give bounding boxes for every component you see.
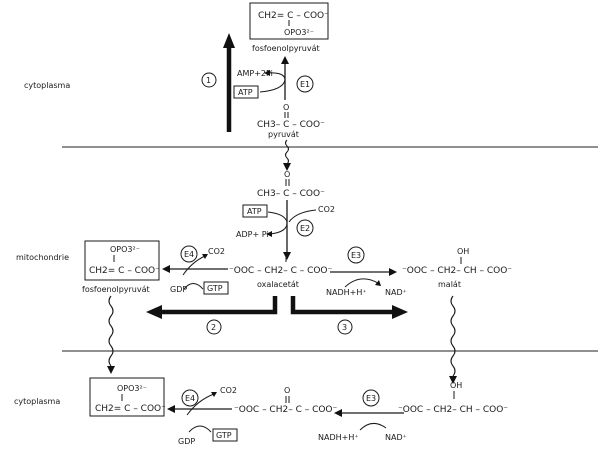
pyruvate-transport-arrowhead <box>283 163 291 171</box>
e4-cyto-gtp-curve <box>188 425 212 433</box>
compartment-label-cytoplasma-top: cytoplasma <box>24 81 70 90</box>
e3-mito-cofactor-curve <box>344 278 379 288</box>
e4-mito-co2-curve <box>182 255 206 276</box>
enzyme-e4-mito-marker <box>180 245 198 263</box>
enzyme-e3-cyto-marker <box>362 389 380 407</box>
compartment-label-cytoplasma-bottom: cytoplasma <box>14 397 60 406</box>
oxaloacetate-cyto-formula: ⁻OOC – CH2– C – COO⁻ <box>234 405 338 415</box>
enzyme-e1-label: E1 <box>300 80 310 89</box>
e2-reaction-arrowhead <box>283 252 291 260</box>
e3-mito-cofactor-arrowhead <box>375 280 381 286</box>
enzyme-e3-mito-marker <box>347 246 365 264</box>
malate-oh: OH <box>457 247 469 256</box>
e2-atp-curve <box>267 211 288 235</box>
pep-cyto-box <box>89 377 165 417</box>
pathway-3-arrowhead <box>392 305 408 319</box>
gtp-mito-label: GTP <box>207 284 223 293</box>
e4-mito-gtp-curve <box>183 283 204 290</box>
pep-top-formula: CH2= C – COO⁻ <box>258 11 329 21</box>
atp-mito-label: ATP <box>247 207 262 216</box>
atp-top-box <box>233 85 259 99</box>
pathway-2-label: 2 <box>211 323 216 332</box>
gdp-cyto-label: GDP <box>178 437 195 446</box>
e3-cyto-cofactor-curve <box>359 423 387 431</box>
pep-transport-arrowhead <box>107 366 115 374</box>
pep-cyto-phosphate: OPO3²⁻ <box>117 384 147 393</box>
malate-cyto-oh: OH <box>450 381 462 390</box>
pep-transport-wave <box>108 295 114 367</box>
pyruvate-transport-wave <box>284 139 290 165</box>
oxaloacetate-formula: ⁻OOC – CH2– C – COO⁻ <box>229 266 333 276</box>
e3-mito-reaction-arrowhead <box>389 268 397 276</box>
pathway-1-arrowhead <box>223 33 235 48</box>
atp-mito-box <box>242 204 268 218</box>
pathway-3-arrow <box>290 296 394 315</box>
amp-2pi-label: AMP+2Pi <box>237 69 273 78</box>
pyruvate-mito-oxygen: O <box>284 170 290 179</box>
pep-mito-box <box>84 240 160 281</box>
oxaloacetate-cyto-oxygen: O <box>284 386 290 395</box>
e1-reaction-arrowhead <box>281 56 289 64</box>
pep-mito-formula: CH2= C – COO⁻ <box>89 266 160 276</box>
pep-top-name: fosfoenolpyruvát <box>252 44 320 53</box>
adp-pi-label: ADP+ Pi <box>236 230 269 239</box>
enzyme-e4-cyto-label: E4 <box>185 394 195 403</box>
pyruvate-mito-formula: CH3– C – COO⁻ <box>257 189 325 199</box>
e1-cofactor-curve <box>259 72 286 93</box>
enzyme-e3-mito-label: E3 <box>351 251 361 260</box>
e2-co2-curve <box>288 209 317 223</box>
nad-cyto-label: NAD⁺ <box>385 433 407 442</box>
pathway-2-arrow <box>160 296 278 315</box>
e1-cofactor-arrowhead <box>264 70 270 76</box>
enzyme-e4-mito-label: E4 <box>184 250 194 259</box>
enzyme-e2-label: E2 <box>300 224 310 233</box>
e2-atp-arrowhead <box>266 231 272 237</box>
gdp-mito-label: GDP <box>170 285 187 294</box>
oxaloacetate-name: oxalacetát <box>257 280 299 289</box>
pathway-3-marker <box>337 319 353 335</box>
malate-cyto-formula: ⁻OOC – CH2– CH – COO⁻ <box>398 405 508 415</box>
enzyme-e1-marker <box>296 75 314 93</box>
pyruvate-oxygen: O <box>283 103 289 112</box>
enzyme-e2-marker <box>296 219 314 237</box>
pyruvate-name: pyruvát <box>268 130 299 139</box>
e4-cyto-reaction-arrowhead <box>167 405 175 413</box>
pep-mito-name: fosfoenolpyruvát <box>82 285 150 294</box>
e4-mito-co2-arrowhead <box>202 254 208 259</box>
pathway-2-arrowhead <box>146 305 162 319</box>
compartment-label-mitochondrie: mitochondrie <box>16 253 69 262</box>
e4-cyto-co2-curve <box>186 393 215 416</box>
pathway-3-label: 3 <box>342 323 347 332</box>
nadh-cyto-label: NADH+H⁺ <box>318 433 359 442</box>
pep-cyto-formula: CH2= C – COO⁻ <box>95 404 166 414</box>
malate-transport-wave <box>450 295 456 377</box>
pep-mito-phosphate: OPO3²⁻ <box>110 245 140 254</box>
pyruvate-formula: CH3– C – COO⁻ <box>257 120 325 130</box>
co2-e4-cyto-label: CO2 <box>220 386 237 395</box>
e4-mito-reaction-arrowhead <box>162 265 170 273</box>
nad-mito-label: NAD⁺ <box>385 288 407 297</box>
malate-formula: ⁻OOC – CH2– CH – COO⁻ <box>402 266 512 276</box>
atp-top-label: ATP <box>238 88 253 97</box>
nadh-mito-label: NADH+H⁺ <box>326 288 367 297</box>
enzyme-e4-cyto-marker <box>181 389 199 407</box>
pathway-2-marker <box>206 319 222 335</box>
pep-top-phosphate: OPO3²⁻ <box>284 28 314 37</box>
pep-top-box <box>249 2 329 40</box>
e3-cyto-reaction-arrowhead <box>334 409 342 417</box>
pathway-1-marker <box>201 72 217 88</box>
e4-cyto-co2-arrowhead <box>211 392 217 397</box>
gtp-cyto-box <box>212 428 238 442</box>
malate-name: malát <box>438 280 461 289</box>
enzyme-e3-cyto-label: E3 <box>366 394 376 403</box>
co2-e4-mito-label: CO2 <box>208 247 225 256</box>
gtp-mito-box <box>203 281 229 295</box>
co2-e2-label: CO2 <box>318 205 335 214</box>
malate-transport-arrowhead <box>449 376 457 384</box>
pathway-1-label: 1 <box>206 76 211 85</box>
gtp-cyto-label: GTP <box>216 431 232 440</box>
